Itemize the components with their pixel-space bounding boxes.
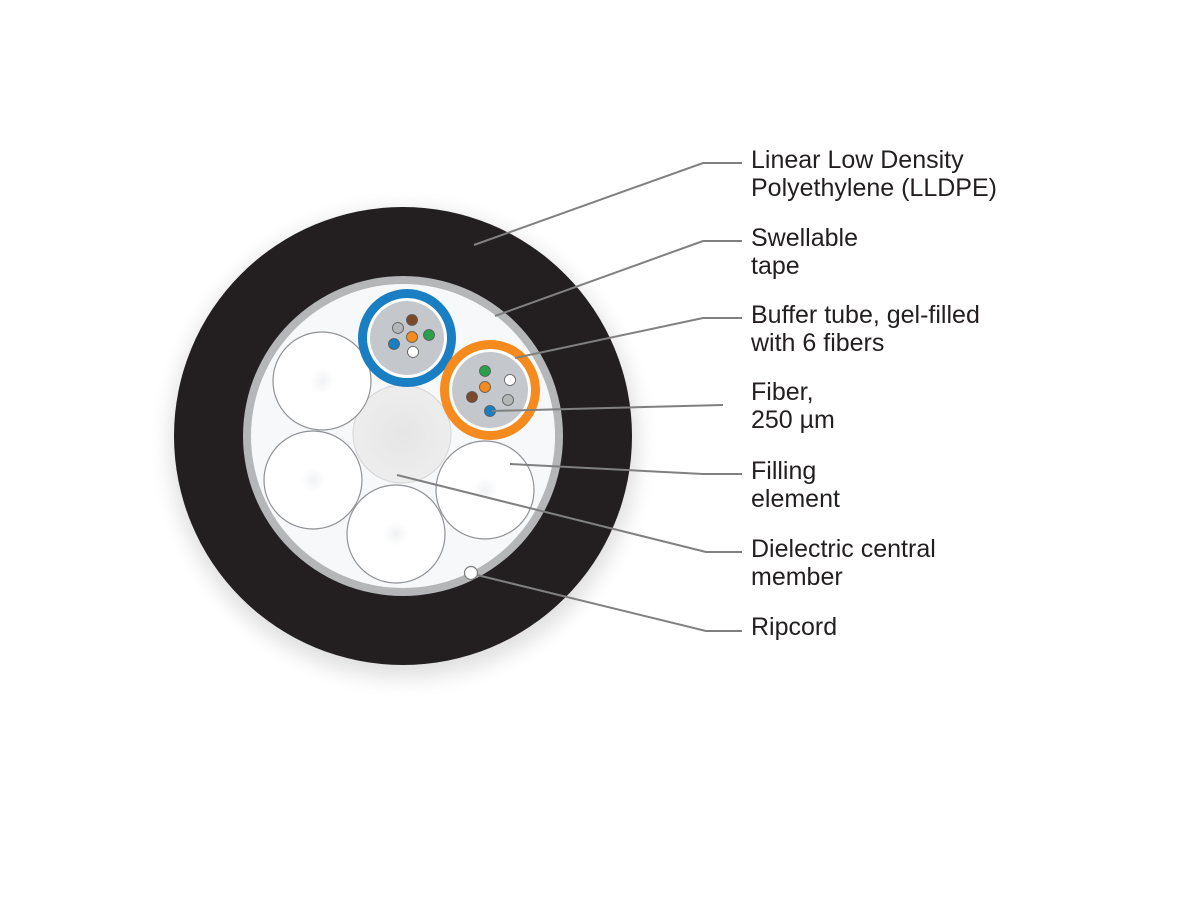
fiber-group <box>466 365 516 417</box>
callout-line: member <box>751 563 843 591</box>
leader-line-fiber <box>491 404 724 412</box>
callout-swellable-tape: Swellable tape <box>751 224 858 280</box>
fiber <box>406 314 418 326</box>
leader-lines <box>396 162 742 632</box>
callout-lldpe-jacket: Linear Low Density Polyethylene (LLDPE) <box>751 146 997 202</box>
callout-line: element <box>751 485 840 513</box>
fiber <box>479 381 491 393</box>
filling-element <box>346 484 446 584</box>
callout-line: 250 µm <box>751 406 835 434</box>
leader-line-lldpe <box>473 162 742 246</box>
callout-line: tape <box>751 252 800 280</box>
leader-line-ripcord <box>476 574 742 632</box>
callout-line: Filling <box>751 457 817 485</box>
filling-element <box>435 440 535 540</box>
buffer-tube-blue <box>358 289 456 387</box>
callout-line: Ripcord <box>751 613 838 641</box>
callout-line: Polyethylene (LLDPE) <box>751 174 997 202</box>
fiber <box>392 322 404 334</box>
fiber-group <box>388 314 435 358</box>
callout-ripcord: Ripcord <box>751 613 837 641</box>
leader-line-central-member <box>396 474 742 553</box>
fiber <box>502 394 514 406</box>
fiber <box>407 346 419 358</box>
callout-line: Buffer tube, gel-filled <box>751 301 980 329</box>
callout-line: Fiber, <box>751 378 814 406</box>
callout-line: Swellable <box>751 224 859 252</box>
callout-central-member: Dielectric central member <box>751 535 936 591</box>
callout-line: Linear Low Density <box>751 146 964 174</box>
fiber <box>406 331 418 343</box>
callout-filling-element: Filling element <box>751 457 840 513</box>
fiber <box>479 365 491 377</box>
filling-elements <box>263 331 535 584</box>
fiber <box>423 329 435 341</box>
fiber <box>504 374 516 386</box>
ripcord <box>463 565 479 581</box>
filling-element <box>263 430 363 530</box>
callout-buffer-tube: Buffer tube, gel-filled with 6 fibers <box>751 301 980 357</box>
fiber <box>466 391 478 403</box>
callout-fiber: Fiber, 250 µm <box>751 378 835 434</box>
leader-line-buffer-tube <box>514 317 742 359</box>
callout-line: Dielectric central <box>751 535 936 563</box>
filling-element <box>272 331 372 431</box>
callout-line: with 6 fibers <box>751 329 885 357</box>
fiber <box>388 338 400 350</box>
leader-line-filling-element <box>509 463 742 475</box>
leader-line-swellable-tape <box>494 240 742 317</box>
